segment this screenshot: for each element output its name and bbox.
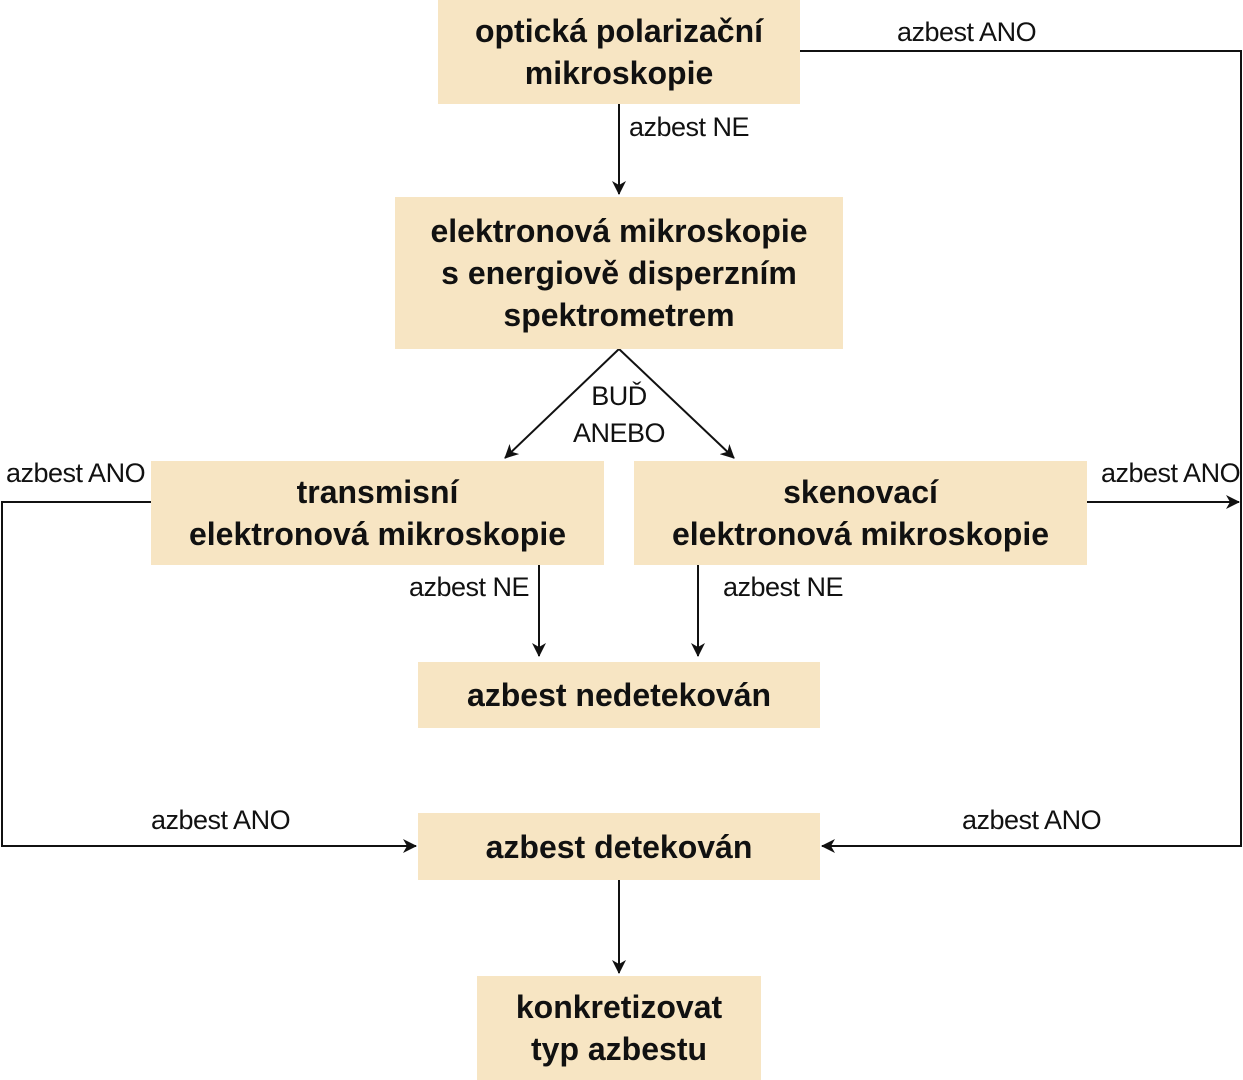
node-asbestos-not-detected: azbest nedetekován: [418, 662, 820, 728]
node-optical-line2: mikroskopie: [524, 55, 714, 91]
node-edx-line3: spektrometrem: [503, 297, 735, 333]
node-scanning-electron-microscopy: skenovací elektronová mikroskopie: [634, 461, 1087, 565]
edge-label-optical-yes: azbest ANO: [897, 17, 1037, 47]
node-optical-polarization-microscopy: optická polarizační mikroskopie: [438, 0, 800, 104]
node-not-detected-label: azbest nedetekován: [466, 677, 772, 713]
node-sem-line2: elektronová mikroskopie: [671, 516, 1050, 552]
edge-label-sem-yes: azbest ANO: [1101, 458, 1241, 488]
edge-label-optical-no: azbest NE: [629, 112, 750, 142]
node-optical-line1: optická polarizační: [474, 13, 764, 49]
node-sem-line1: skenovací: [783, 474, 938, 510]
node-tem-line1: transmisní: [296, 474, 459, 510]
node-transmission-electron-microscopy: transmisní elektronová mikroskopie: [151, 461, 604, 565]
arrow-edx-to-tem: [504, 348, 620, 459]
node-asbestos-detected: azbest detekován: [418, 813, 820, 880]
node-edx-line1: elektronová mikroskopie: [430, 213, 808, 249]
node-specify-line2: typ azbestu: [530, 1031, 708, 1067]
edge-label-split-line1: BUĎ: [591, 381, 647, 411]
edge-label-tem-yes: azbest ANO: [6, 458, 146, 488]
node-edx-line2: s energiově disperzním: [441, 255, 797, 291]
edge-label-right-into-detected: azbest ANO: [962, 805, 1102, 835]
edge-label-split-line2: ANEBO: [572, 418, 666, 448]
line-tem-left-rail: [1, 501, 417, 853]
edge-label-left-into-detected: azbest ANO: [151, 805, 291, 835]
edge-label-sem-no: azbest NE: [723, 572, 844, 602]
node-electron-microscopy-edx: elektronová mikroskopie s energiově disp…: [395, 197, 843, 349]
line-optical-right-rail: [800, 50, 1242, 853]
arrow-edx-to-sem: [618, 348, 735, 459]
edge-label-split: BUĎ ANEBO: [569, 378, 669, 452]
node-specify-asbestos-type: konkretizovat typ azbestu: [477, 976, 761, 1080]
edge-label-tem-no: azbest NE: [409, 572, 530, 602]
node-detected-label: azbest detekován: [485, 828, 753, 865]
node-tem-line2: elektronová mikroskopie: [188, 516, 567, 552]
node-specify-line1: konkretizovat: [515, 989, 723, 1025]
